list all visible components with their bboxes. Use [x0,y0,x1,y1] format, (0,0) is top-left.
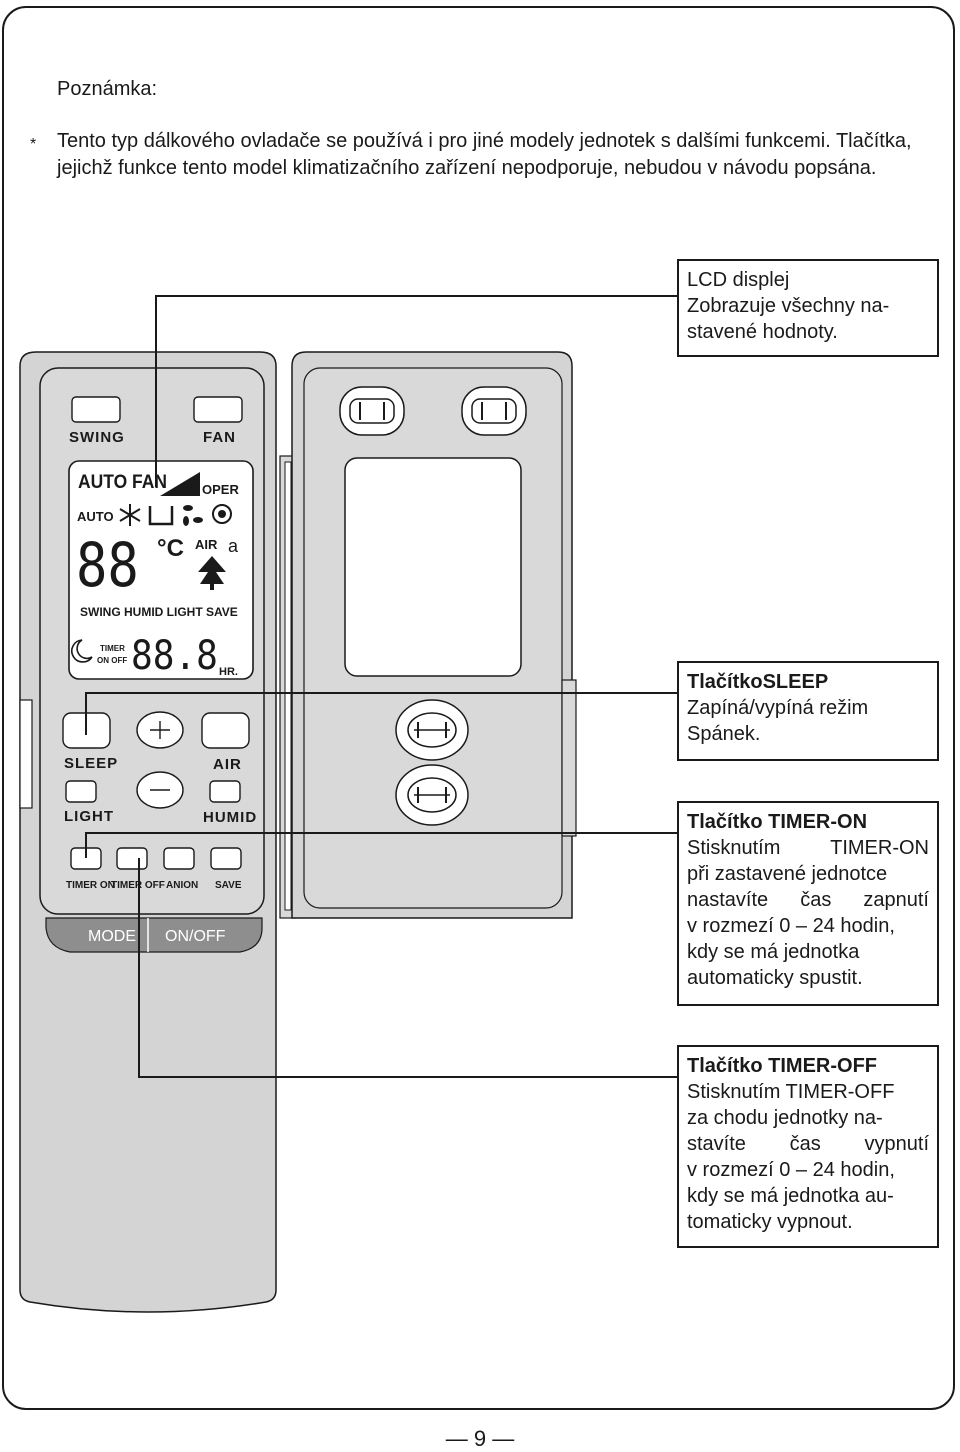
lcd-auto-fan: AUTO FAN [78,470,167,492]
callout-timer-off-line-2: za chodu jednotky na- [687,1107,883,1129]
callout-timer-off-line-6: tomaticky vypnout. [687,1211,853,1233]
page-number: — 9 — [445,1426,515,1451]
timer-off-label: TIMER OFF [111,880,165,891]
callout-timer-on-title: Tlačítko TIMER-ON [687,811,868,833]
note-text: Tento typ dálkového ovladače se používá … [57,130,912,179]
fan-speed-icon [160,472,200,496]
lcd-timer: TIMER [100,644,125,653]
callout-timer-on-line-2: při zastavené jednotce [687,863,888,885]
callout-sleep-title: TlačítkoSLEEP [687,671,829,693]
callout-sleep-line-1: Zapíná/vypíná režim [687,697,869,719]
lcd-hours: 88.8 [131,632,218,678]
tree-icon [198,556,226,590]
swing-button [71,396,121,423]
anion-button [163,847,195,870]
save-label: SAVE [215,880,242,891]
callout-timer-on-line-5: kdy se má jednotka [687,941,860,963]
lcd-on-off: ON OFF [97,656,127,665]
leader-lcd [155,295,678,487]
cover-clip-left [339,386,405,436]
leader-sleep [85,692,678,735]
callout-sleep: TlačítkoSLEEP Zapíná/vypíná režim Spánek… [677,661,939,761]
lcd-screen [68,460,254,680]
callout-timer-on-line-1: Stisknutím TIMER-ON [687,837,929,859]
lcd-hr: HR. [219,666,238,678]
mode-onoff-strip [45,917,263,953]
page-border [2,6,955,1410]
humid-button [209,780,241,803]
humid-label: HUMID [203,809,257,826]
mode-label: MODE [88,928,136,945]
leader-lines [85,295,678,1078]
swing-label: SWING [69,429,125,446]
dry-icon [148,506,174,526]
callout-lcd: LCD displej Zobrazuje všechny na- staven… [677,259,939,357]
lcd-air: AIR [195,537,218,552]
callout-lcd-line-1: LCD displej [687,269,790,291]
fan-icon [183,505,203,526]
note-heading: Poznámka: [57,78,158,100]
heat-icon [212,504,232,524]
leader-timer-on [85,832,678,858]
lcd-temperature: 88 [76,530,139,601]
fan-label: FAN [203,429,236,446]
bullet-star: * [30,136,37,153]
anion-label: ANION [166,880,198,891]
timer-on-label: TIMER ON [66,880,115,891]
callout-timer-on-line-4: v rozmezí 0 – 24 hodin, [687,915,895,937]
callout-timer-off-line-4: v rozmezí 0 – 24 hodin, [687,1159,895,1181]
sleep-label: SLEEP [64,755,118,772]
callout-timer-on-line-6: automaticky spustit. [687,967,863,989]
air-button [201,712,250,749]
save-button [210,847,242,870]
timer-off-button [116,847,148,870]
lcd-small-digit: a [228,536,239,556]
callout-timer-off-line-3: stavíte čas vypnutí [687,1133,929,1155]
cover-side-tab [561,679,577,837]
callout-lcd-line-2: Zobrazuje všechny na- [687,295,890,317]
lcd-auto: AUTO [77,509,114,524]
fan-button [193,396,243,423]
side-clip [19,699,33,809]
callout-timer-on: Tlačítko TIMER-ON Stisknutím TIMER-ON př… [677,801,939,1006]
air-label: AIR [213,756,242,773]
on-off-label: ON/OFF [165,928,226,945]
cover-clip-right [461,386,527,436]
callout-timer-off-title: Tlačítko TIMER-OFF [687,1055,877,1077]
lcd-function-row: SWING HUMID LIGHT SAVE [80,605,238,619]
callout-lcd-line-3: stavené hodnoty. [687,321,838,343]
light-button [65,780,97,803]
snowflake-icon [119,504,141,526]
lcd-oper: OPER [202,482,239,497]
callout-timer-off-line-5: kdy se má jednotka au- [687,1185,894,1207]
lcd-celsius: °C [157,535,184,562]
cover-window [344,457,522,677]
callout-timer-on-line-3: nastavíte čas zapnutí [687,889,929,911]
leader-timer-off [138,858,678,1078]
callout-timer-off-line-1: Stisknutím TIMER-OFF [687,1081,895,1103]
callout-sleep-line-2: Spánek. [687,723,761,745]
callout-timer-off: Tlačítko TIMER-OFF Stisknutím TIMER-OFF … [677,1045,939,1248]
cover-round-buttons [395,699,469,826]
light-label: LIGHT [64,808,114,825]
sleep-moon-icon [71,639,93,663]
